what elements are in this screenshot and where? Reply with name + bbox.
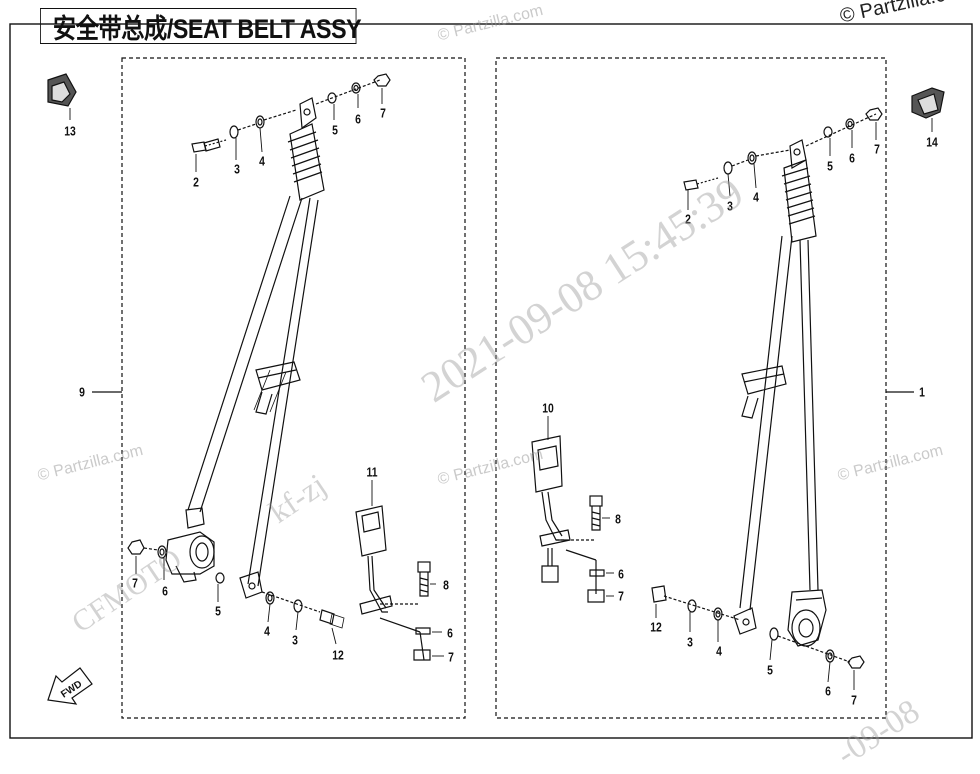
right-corrugated-guide xyxy=(781,159,817,243)
left-middle-guide xyxy=(255,361,301,415)
callout-left-4: 4 xyxy=(259,153,265,169)
callout-left-4b: 4 xyxy=(264,623,270,639)
callout-right-3: 3 xyxy=(727,198,733,214)
callout-left-5b: 5 xyxy=(215,603,221,619)
callout-left-3: 3 xyxy=(234,161,240,177)
left-belt-webbing xyxy=(187,195,319,587)
left-nut-7b xyxy=(413,649,431,661)
diagram-stage: 安全带总成/SEAT BELT ASSY © Partzilla.c xyxy=(9,0,973,773)
callout-right-6: 6 xyxy=(849,150,855,166)
callout-right-5b: 5 xyxy=(767,662,773,678)
callout-left-7b: 7 xyxy=(448,649,454,665)
right-bolt-8 xyxy=(589,495,603,531)
left-corrugated-guide xyxy=(287,123,325,201)
callout-right-7b: 7 xyxy=(618,588,624,604)
right-lower-hardware xyxy=(651,585,865,669)
fwd-arrow xyxy=(47,667,93,705)
callout-left-11: 11 xyxy=(366,464,378,480)
right-washer-6b xyxy=(589,569,605,577)
callout-right-8: 8 xyxy=(615,511,621,527)
callout-right-7: 7 xyxy=(874,141,880,157)
callout-right-3b: 3 xyxy=(687,634,693,650)
callout-right-4: 4 xyxy=(753,189,759,205)
left-bolt-8 xyxy=(417,561,431,597)
callout-left-3b: 3 xyxy=(292,632,298,648)
right-nut-7b xyxy=(587,589,605,603)
callout-right-12: 12 xyxy=(650,619,662,635)
diagram-title: 安全带总成/SEAT BELT ASSY xyxy=(40,8,362,44)
callout-left-7c: 7 xyxy=(132,575,138,591)
callout-right-2: 2 xyxy=(685,211,691,227)
callout-left-6b: 6 xyxy=(447,625,453,641)
right-lower-anchor xyxy=(733,607,757,635)
callout-1: 1 xyxy=(919,384,925,400)
right-top-hardware xyxy=(683,107,883,191)
right-assembly-box xyxy=(495,57,887,719)
callout-right-4b: 4 xyxy=(716,643,722,659)
callout-right-6b: 6 xyxy=(618,566,624,582)
outer-frame xyxy=(9,23,973,739)
callout-left-2: 2 xyxy=(193,174,199,190)
callout-right-7c: 7 xyxy=(851,692,857,708)
right-belt-webbing xyxy=(739,235,819,611)
callout-left-8: 8 xyxy=(443,577,449,593)
parts-drawing xyxy=(9,23,973,739)
right-buckle-stalk xyxy=(531,435,597,594)
right-retractor xyxy=(787,589,827,647)
callout-left-12: 12 xyxy=(332,647,344,663)
left-buckle-stalk xyxy=(355,505,425,661)
left-retractor xyxy=(165,507,215,583)
right-middle-guide xyxy=(741,365,787,419)
leader-lines xyxy=(69,88,933,690)
left-top-hardware xyxy=(191,73,391,153)
callout-right-5: 5 xyxy=(827,158,833,174)
callout-left-5: 5 xyxy=(332,122,338,138)
right-top-anchor xyxy=(789,139,807,169)
left-assembly-box xyxy=(121,57,466,719)
callout-9: 9 xyxy=(79,384,85,400)
part-13-trim xyxy=(47,73,77,107)
left-top-anchor xyxy=(299,97,317,130)
callout-left-6: 6 xyxy=(355,111,361,127)
callout-left-7: 7 xyxy=(380,105,386,121)
callout-14: 14 xyxy=(926,134,938,150)
left-washer-6b xyxy=(415,627,431,635)
callout-13: 13 xyxy=(64,123,76,139)
left-lower-hardware xyxy=(127,539,345,629)
callout-left-6c: 6 xyxy=(162,583,168,599)
callout-right-6c: 6 xyxy=(825,683,831,699)
part-14-trim xyxy=(911,87,945,119)
callout-right-10: 10 xyxy=(542,400,554,416)
